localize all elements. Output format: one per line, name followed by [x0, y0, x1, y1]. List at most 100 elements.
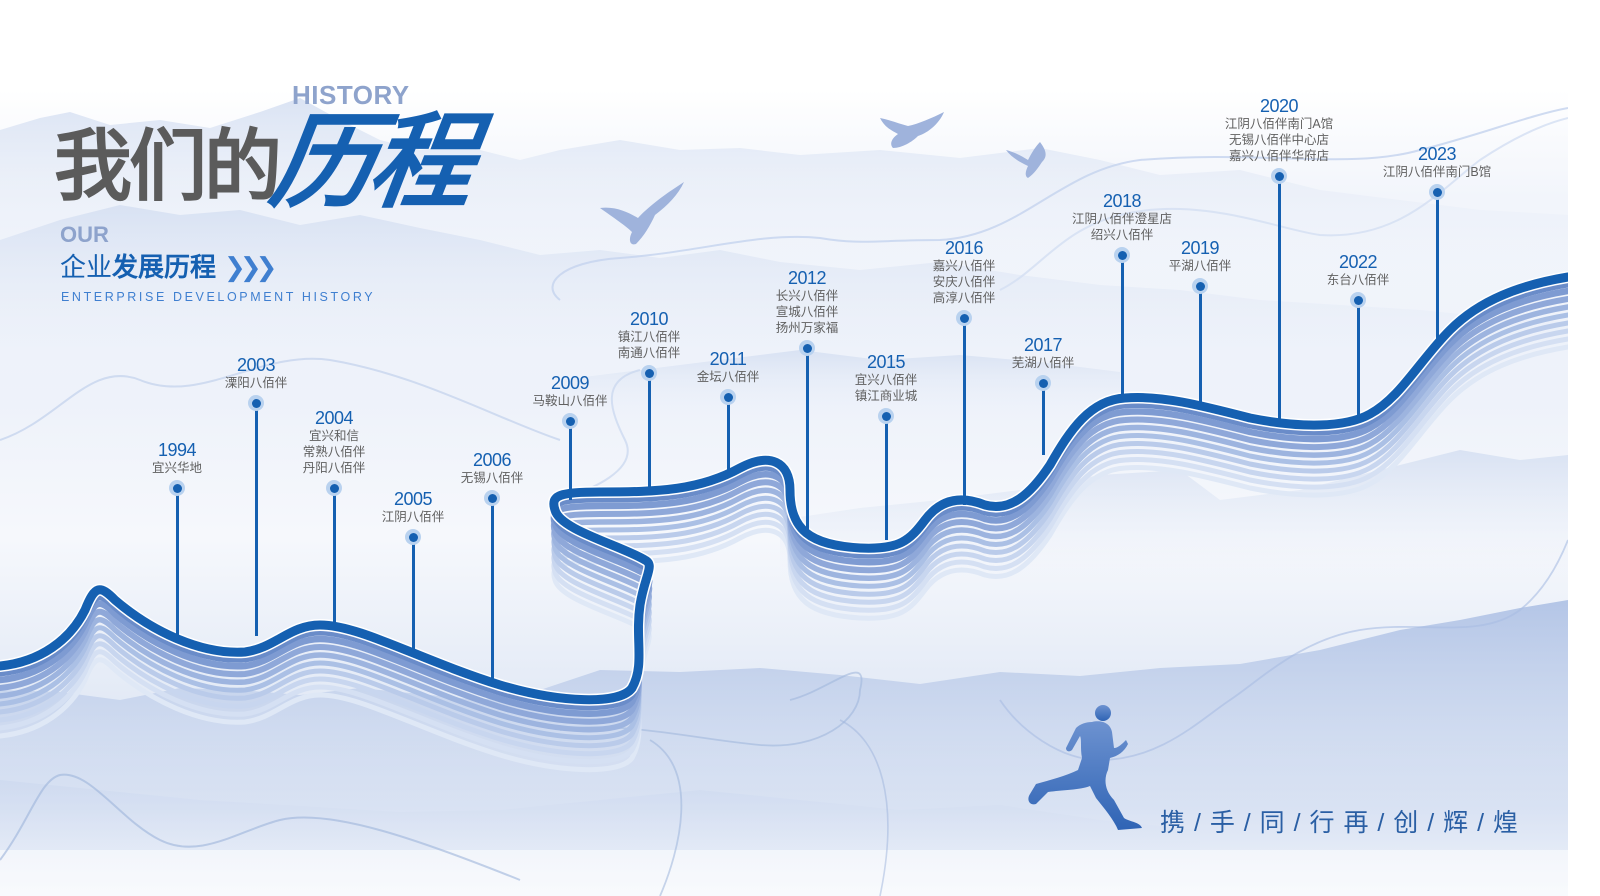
milestone-store: 江阴八佰伴南门B馆	[1382, 165, 1492, 179]
milestone-store: 溧阳八佰伴	[224, 376, 288, 390]
milestone-dot-icon	[1429, 184, 1445, 200]
milestone-stem	[490, 498, 494, 680]
milestone-store: 高淳八佰伴	[932, 291, 996, 305]
milestone-dot-icon	[248, 395, 264, 411]
dove-icon	[600, 182, 684, 245]
milestone-store: 平湖八佰伴	[1168, 259, 1232, 273]
milestone-store: 常熟八佰伴	[302, 445, 366, 459]
milestone-store: 宜兴华地	[151, 461, 203, 475]
milestone-year: 2012	[787, 268, 827, 288]
dove-icon	[1006, 142, 1046, 178]
milestone-year: 2011	[709, 349, 747, 369]
milestone-dot-icon	[878, 408, 894, 424]
milestone-stem	[726, 397, 730, 470]
milestone-year: 2016	[944, 238, 984, 258]
milestone-year: 2006	[472, 450, 512, 470]
milestone-stem	[411, 537, 415, 653]
milestone-stem	[1120, 255, 1124, 400]
milestone-stem	[1198, 286, 1202, 408]
milestone-year: 2010	[629, 309, 669, 329]
milestone-dot-icon	[720, 389, 736, 405]
milestone-stem	[962, 318, 966, 505]
milestone-dot-icon	[1271, 168, 1287, 184]
milestone-stem	[1277, 176, 1281, 424]
history-heading-en: HISTORY	[292, 80, 410, 110]
milestone-year: 2017	[1023, 335, 1063, 355]
milestone-store: 丹阳八佰伴	[302, 461, 366, 475]
milestone-dot-icon	[799, 340, 815, 356]
milestone-store: 无锡八佰伴	[460, 471, 524, 485]
milestone-store: 镇江商业城	[854, 389, 918, 403]
subtitle: 企业发展历程❯❯❯	[60, 252, 277, 282]
milestone-store: 镇江八佰伴	[617, 330, 681, 344]
milestone-dot-icon	[641, 365, 657, 381]
subtitle-bold: 发展历程	[112, 252, 217, 282]
milestone-year: 2015	[866, 352, 906, 372]
milestone-year: 2022	[1338, 252, 1378, 272]
milestone-dot-icon	[562, 413, 578, 429]
milestone-stem	[1041, 383, 1045, 455]
milestone-year: 2003	[236, 355, 276, 375]
milestone-year: 2020	[1259, 96, 1299, 116]
milestone-dot-icon	[484, 490, 500, 506]
milestone-store: 扬州万家福	[775, 321, 839, 335]
milestone-store: 金坛八佰伴	[696, 370, 760, 384]
milestone-store: 嘉兴八佰伴华府店	[1228, 149, 1329, 163]
milestone-store: 江阴八佰伴	[381, 510, 445, 524]
milestone-stem	[805, 348, 809, 532]
dove-icon	[880, 112, 944, 148]
slogan: 携 / 手 / 同 / 行 再 / 创 / 辉 / 煌	[1160, 809, 1519, 837]
our-heading-en: OUR	[60, 222, 109, 247]
milestone-store: 江阴八佰伴澄星店	[1071, 212, 1173, 226]
milestone-store: 东台八佰伴	[1326, 273, 1390, 287]
milestone-store: 长兴八佰伴	[775, 289, 839, 303]
chevron-right-icon: ❯❯❯	[224, 252, 277, 282]
milestone-stem	[175, 488, 179, 636]
milestone-dot-icon	[1114, 247, 1130, 263]
milestone-store: 马鞍山八佰伴	[532, 394, 608, 408]
milestone-stem	[332, 488, 336, 628]
milestone-store: 绍兴八佰伴	[1090, 228, 1154, 242]
milestone-store: 宣城八佰伴	[775, 305, 839, 319]
milestone-store: 宜兴和信	[308, 429, 360, 443]
milestone-dot-icon	[956, 310, 972, 326]
milestone-stem	[1356, 300, 1360, 420]
milestone-year: 1994	[157, 440, 197, 460]
milestone-dot-icon	[405, 529, 421, 545]
milestone-stem	[1435, 192, 1439, 345]
milestone-dot-icon	[1035, 375, 1051, 391]
milestone-dot-icon	[326, 480, 342, 496]
milestone-store: 安庆八佰伴	[932, 275, 996, 289]
milestone-year: 2018	[1102, 191, 1142, 211]
milestone-store: 江阴八佰伴南门A馆	[1224, 117, 1334, 131]
milestone-year: 2004	[314, 408, 354, 428]
milestone-store: 无锡八佰伴中心店	[1228, 133, 1329, 147]
page-title-plain: 我们的	[54, 122, 282, 212]
milestone-stem	[647, 373, 651, 492]
milestone-stem	[884, 416, 888, 540]
milestone-stem	[254, 403, 258, 636]
milestone-store: 芜湖八佰伴	[1011, 356, 1075, 370]
milestone-store: 宜兴八佰伴	[854, 373, 918, 387]
subtitle-thin: 企业	[60, 252, 113, 282]
milestone-dot-icon	[1350, 292, 1366, 308]
milestone-dot-icon	[169, 480, 185, 496]
milestone-stem	[568, 421, 572, 500]
